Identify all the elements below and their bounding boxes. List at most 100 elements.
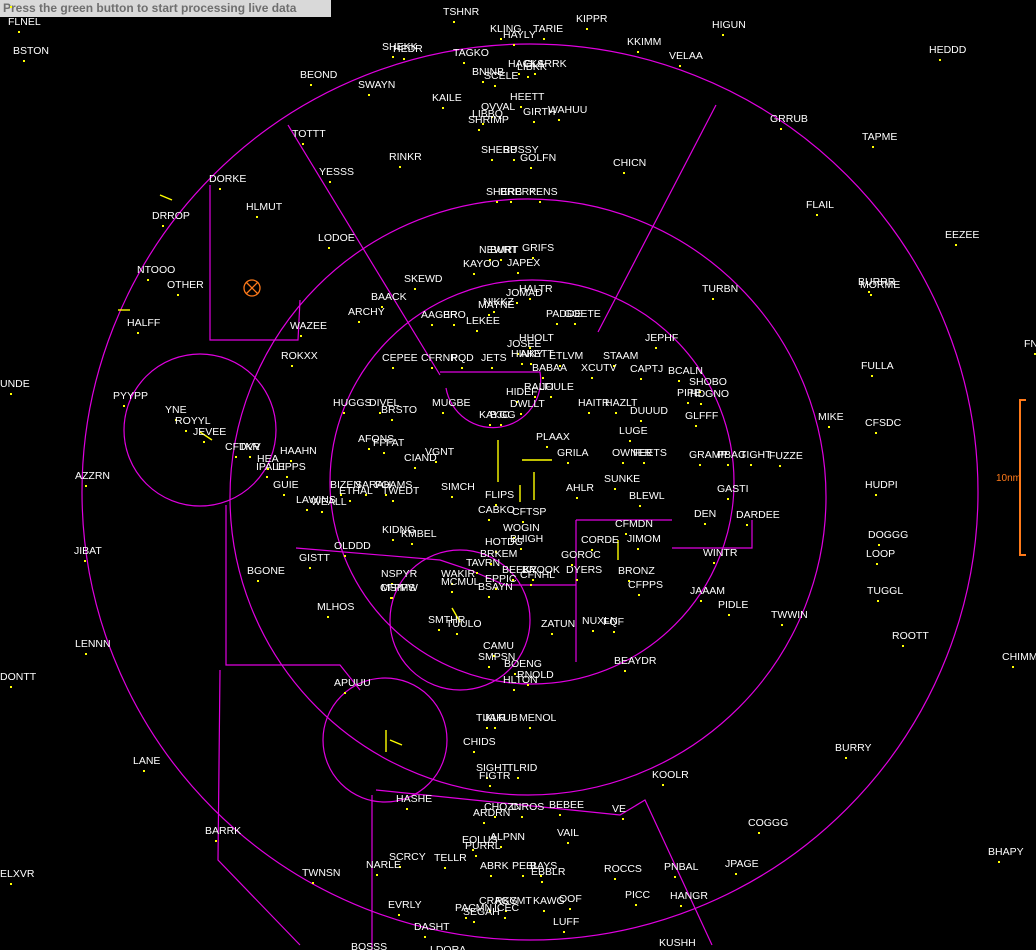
fix-gistt[interactable]: GISTT <box>299 552 331 569</box>
fix-libkk[interactable]: LIBKK <box>517 61 547 78</box>
fix-bizen[interactable]: BIZEN <box>330 479 361 496</box>
fix-barrk[interactable]: BARRK <box>205 825 241 842</box>
fix-mlhos[interactable]: MLHOS <box>317 601 354 618</box>
fix-cfmdn[interactable]: CFMDN <box>615 518 653 535</box>
fix-haltr[interactable]: HALTR <box>519 283 553 300</box>
fix-tapme[interactable]: TAPME <box>862 131 897 148</box>
fix-etlvm[interactable]: ETLVM <box>549 350 583 367</box>
fix-weall[interactable]: WEALL <box>311 496 347 513</box>
fix-glfff[interactable]: GLFFF <box>685 410 718 427</box>
fix-eppic[interactable]: EPPIC <box>485 573 517 590</box>
fix-afons[interactable]: AFONS <box>358 433 394 450</box>
fix-bebee[interactable]: BEBEE <box>549 799 584 816</box>
fix-babaa[interactable]: BABAA <box>532 362 567 379</box>
fix-grila[interactable]: GRILA <box>557 447 589 464</box>
fix-wakir[interactable]: WAKIR <box>441 568 475 585</box>
fix-bays[interactable]: BAYS <box>530 860 557 877</box>
fix-menol[interactable]: MENOL <box>519 712 557 729</box>
fix-lennn[interactable]: LENNN <box>75 638 111 655</box>
fix-ciros[interactable]: CIROS <box>511 801 544 818</box>
fix-bcaln[interactable]: BCALN <box>668 365 703 382</box>
fix-corde[interactable]: CORDE <box>581 534 619 551</box>
fix-fqf[interactable]: FQF <box>603 616 624 633</box>
fix-kkimm[interactable]: KKIMM <box>627 36 661 53</box>
fix-lodoe[interactable]: LODOE <box>318 232 355 249</box>
fix-huggs[interactable]: HUGGS <box>333 397 372 414</box>
fix-brook[interactable]: BROOK <box>522 564 560 581</box>
fix-tottt[interactable]: TOTTT <box>292 128 326 145</box>
fix-beond[interactable]: BEOND <box>300 69 338 86</box>
fix-plaax[interactable]: PLAAX <box>536 431 570 448</box>
fix-tshnr[interactable]: TSHNR <box>443 6 480 23</box>
fix-purrl[interactable]: PURRL <box>465 840 501 857</box>
fix-scele[interactable]: SCELE <box>484 70 518 87</box>
fix-bosss[interactable]: BOSSS <box>351 941 387 950</box>
fix-brerk[interactable]: BRERK <box>500 186 536 203</box>
fix-apuuu[interactable]: APUUU <box>334 677 371 694</box>
fix-eezee[interactable]: EEZEE <box>945 229 979 246</box>
fix-ntooo[interactable]: NTOOO <box>137 264 175 281</box>
fix-doggg[interactable]: DOGGG <box>868 529 908 546</box>
fix-yne[interactable]: YNE <box>165 404 187 421</box>
fix-msims[interactable]: MSIMS <box>381 582 415 599</box>
fix-pbag[interactable]: PBAG <box>717 449 746 466</box>
fix-owner[interactable]: OWNER <box>612 447 653 464</box>
fix-staam[interactable]: STAAM <box>603 350 638 367</box>
fix-gasti[interactable]: GASTI <box>717 483 749 500</box>
fix-drrop[interactable]: DRROP <box>152 210 190 227</box>
fix-vgnt[interactable]: VGNT <box>425 446 455 463</box>
fix-mugbe[interactable]: MUGBE <box>432 397 471 414</box>
fix-duuud[interactable]: DUUUD <box>630 405 668 422</box>
fix-sunke[interactable]: SUNKE <box>604 473 640 490</box>
fix-fuzze[interactable]: FUZZE <box>769 450 803 467</box>
fix-chicn[interactable]: CHICN <box>613 157 646 174</box>
fix-rnold[interactable]: RNOLD <box>517 669 554 686</box>
fix-kippr[interactable]: KIPPR <box>576 13 608 30</box>
fix-wazee[interactable]: WAZEE <box>290 320 327 337</box>
fix-flips[interactable]: FLIPS <box>485 489 514 506</box>
fix-dvv[interactable]: DVV <box>239 441 261 458</box>
fix-burt[interactable]: BURT <box>490 244 519 261</box>
fix-royyl[interactable]: ROYYL <box>175 415 211 432</box>
fix-bsayn[interactable]: BSAYN <box>478 581 513 598</box>
fix-dorke[interactable]: DORKE <box>209 173 246 190</box>
fix-baack[interactable]: BAACK <box>371 291 407 308</box>
fix-zatun[interactable]: ZATUN <box>541 618 575 635</box>
fix-cabko[interactable]: CABKO <box>478 504 515 521</box>
fix-girth[interactable]: GIRTH <box>523 106 555 123</box>
fix-hacks[interactable]: HACKS <box>508 58 544 75</box>
fix-lane[interactable]: LANE <box>133 755 160 772</box>
fix-kling[interactable]: KLING <box>490 23 522 40</box>
fix-lipps[interactable]: LIPPS <box>276 461 306 478</box>
fix-brkem[interactable]: BRKEM <box>480 548 517 565</box>
fix-higun[interactable]: HIGUN <box>712 19 746 36</box>
fix-smthr[interactable]: SMTHR <box>428 614 466 631</box>
fix-bhigh[interactable]: BHIGH <box>510 533 543 550</box>
fix-shekk[interactable]: SHEKK <box>382 41 418 58</box>
fix-hotdg[interactable]: HOTDG <box>485 536 523 553</box>
fix-sight[interactable]: SIGHT <box>476 762 509 779</box>
fix-jaaam[interactable]: JAAAM <box>690 585 725 602</box>
fix-bhapy[interactable]: BHAPY <box>988 846 1024 863</box>
fix-shobo[interactable]: SHOBO <box>689 376 727 393</box>
fix-ldora[interactable]: LDORA <box>430 944 466 950</box>
fix-haahn[interactable]: HAAHN <box>280 445 317 462</box>
fix-kawg[interactable]: KAWG <box>533 895 565 912</box>
fix-cfsdc[interactable]: CFSDC <box>865 417 902 434</box>
fix-rkymt[interactable]: RKYMT <box>495 895 532 912</box>
fix-aager[interactable]: AAGER <box>421 309 458 326</box>
fix-skewd[interactable]: SKEWD <box>404 273 443 290</box>
fix-archy[interactable]: ARCHY <box>348 306 385 323</box>
fix-elxvr[interactable]: ELXVR <box>0 868 35 885</box>
fix-ralfi[interactable]: RALFI <box>524 381 554 398</box>
fix-foams[interactable]: FOAMS <box>375 479 412 496</box>
fix-hholt[interactable]: HHOLT <box>519 332 554 349</box>
fix-clarrk[interactable]: CLARRK <box>524 58 567 75</box>
fix-bjc[interactable]: BJC <box>490 409 510 426</box>
fix-kayoo[interactable]: KAYOO <box>463 258 500 275</box>
fix-dasht[interactable]: DASHT <box>414 921 450 938</box>
fix-gramp[interactable]: GRAMP <box>689 449 728 466</box>
fix-vail[interactable]: VAIL <box>557 827 579 844</box>
fix-joule[interactable]: JOULE <box>540 381 574 398</box>
